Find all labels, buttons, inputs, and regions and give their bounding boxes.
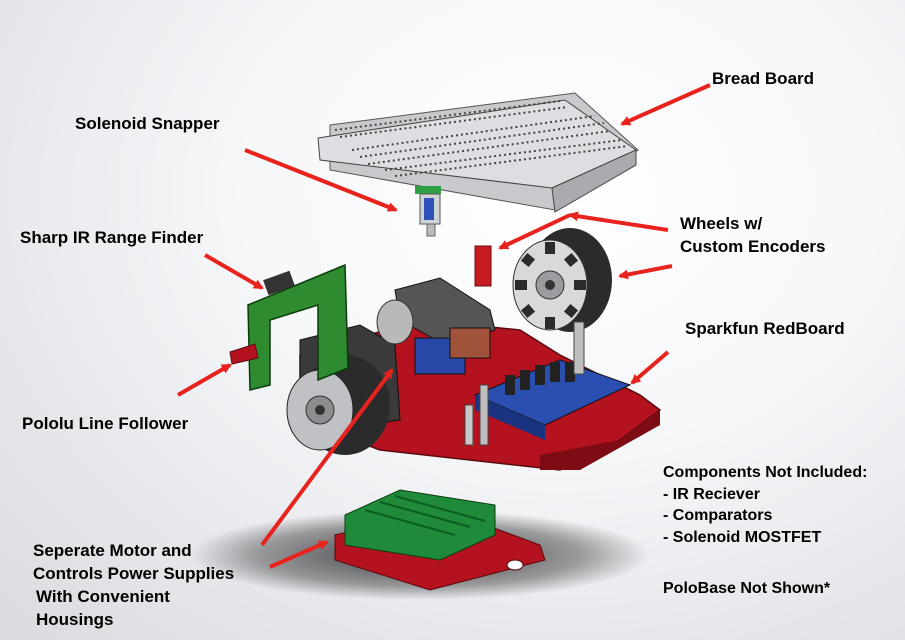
- encoder-wheel-part: [512, 228, 612, 332]
- label-power-line3: With Convenient: [36, 586, 170, 606]
- red-standoff: [474, 245, 492, 287]
- front-wheel-part: [286, 355, 390, 455]
- breadboard-part: [317, 92, 639, 213]
- relay-part: [414, 327, 491, 375]
- label-power-supplies: Seperate Motor and Controls Power Suppli…: [33, 540, 234, 632]
- arrow-power-upper: [260, 368, 394, 547]
- label-power-line1: Seperate Motor and: [33, 541, 192, 560]
- arrow-wheel-top-lower: [498, 213, 571, 250]
- arrow-wheel-right: [618, 264, 673, 280]
- notes-heading: Components Not Included:: [663, 464, 868, 481]
- battery-part: [334, 489, 546, 591]
- label-wheels: Wheels w/ Custom Encoders: [680, 213, 825, 259]
- breadboard-holes: [334, 100, 629, 177]
- label-sharp-ir: Sharp IR Range Finder: [20, 228, 204, 247]
- notes-item: - Solenoid MOSTFET: [663, 528, 822, 546]
- arrow-pololu: [177, 363, 232, 397]
- notes-footer: PoloBase Not Shown*: [663, 580, 831, 597]
- arrow-sharp-ir: [203, 253, 264, 290]
- solenoid-part: [415, 186, 441, 237]
- arrow-bread-board: [620, 83, 711, 126]
- arrow-power-lower: [269, 540, 329, 569]
- notes-block: Components Not Included: - IR Reciever -…: [663, 462, 867, 548]
- label-power-line4: Housings: [36, 609, 114, 629]
- label-wheels-line1: Wheels w/: [680, 214, 763, 233]
- label-bread-board: Bread Board: [712, 69, 815, 88]
- redboard-part: [464, 321, 632, 446]
- label-solenoid-snapper: Solenoid Snapper: [75, 114, 220, 133]
- label-power-line2: Controls Power Supplies: [33, 563, 235, 583]
- label-sparkfun: Sparkfun RedBoard: [685, 319, 845, 338]
- callout-arrows: [177, 83, 711, 569]
- notes-item: - Comparators: [663, 507, 773, 525]
- arrow-solenoid: [244, 148, 398, 212]
- sensor-board-part: [229, 263, 349, 391]
- label-wheels-line2: Custom Encoders: [680, 236, 826, 256]
- notes-item: - IR Reciever: [663, 485, 760, 503]
- arrow-wheel-top: [568, 211, 669, 232]
- label-pololu: Pololu Line Follower: [22, 414, 189, 433]
- arrow-redboard: [630, 350, 670, 385]
